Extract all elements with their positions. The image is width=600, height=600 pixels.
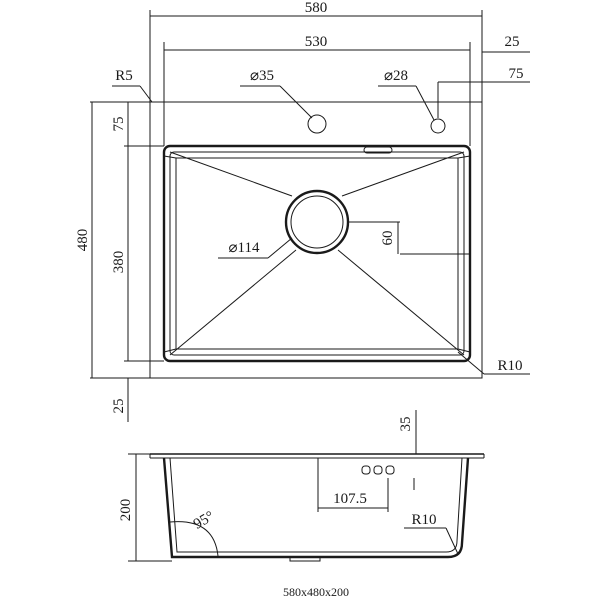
slope-line-bl bbox=[169, 249, 297, 356]
dim-580-label: 580 bbox=[305, 0, 328, 16]
r10-top-leader bbox=[457, 351, 485, 375]
hole-left-label: ⌀35 bbox=[250, 68, 274, 84]
dim-75-faucet-label: 75 bbox=[509, 66, 524, 82]
bowl-corner-tl bbox=[163, 155, 177, 159]
overflow-slot bbox=[363, 146, 393, 154]
dim-60-label: 60 bbox=[380, 231, 396, 246]
drain-outer bbox=[284, 189, 350, 255]
slope-line-br bbox=[337, 249, 465, 356]
dim-75-top-label: 75 bbox=[111, 117, 127, 132]
hole-right-leader bbox=[415, 85, 435, 121]
r10-side-leader bbox=[445, 527, 459, 555]
slope-line-tr bbox=[341, 151, 465, 197]
dim-107-label: 107.5 bbox=[333, 491, 367, 507]
hole-left-leader bbox=[279, 85, 313, 119]
angle-label: 95° bbox=[191, 508, 217, 532]
r10-top-label: R10 bbox=[497, 358, 522, 374]
slope-line-tl bbox=[169, 151, 293, 197]
drain-label: ⌀114 bbox=[229, 240, 260, 256]
dim-200-label: 200 bbox=[118, 499, 134, 522]
dim-35-label: 35 bbox=[398, 417, 414, 432]
hole-right-label: ⌀28 bbox=[384, 68, 408, 84]
dim-480-label: 480 bbox=[75, 229, 91, 252]
angle-arc bbox=[169, 521, 219, 557]
r5-label: R5 bbox=[115, 68, 133, 84]
bowl-corner-tr bbox=[457, 155, 471, 159]
dim-25-right-label: 25 bbox=[505, 34, 520, 50]
drain-inner bbox=[290, 195, 344, 249]
dim-25-bottom-label: 25 bbox=[111, 399, 127, 414]
r5-leader bbox=[139, 85, 153, 103]
bowl-corner-br bbox=[457, 348, 471, 353]
faucet-hole-left bbox=[307, 114, 327, 134]
r10-side-label: R10 bbox=[411, 512, 436, 528]
side-bowl-outline bbox=[162, 457, 470, 559]
side-overflow-holes bbox=[361, 465, 395, 475]
sink-outer-outline bbox=[149, 101, 483, 379]
side-drain-stub bbox=[289, 556, 321, 562]
dim-380-label: 380 bbox=[111, 251, 127, 274]
faucet-hole-right bbox=[430, 118, 446, 134]
caption: 580x480x200 bbox=[283, 585, 349, 599]
side-bowl-inner bbox=[169, 457, 463, 553]
dim-530-label: 530 bbox=[305, 34, 328, 50]
bowl-corner-bl bbox=[163, 348, 177, 353]
drain-leader bbox=[267, 237, 293, 259]
